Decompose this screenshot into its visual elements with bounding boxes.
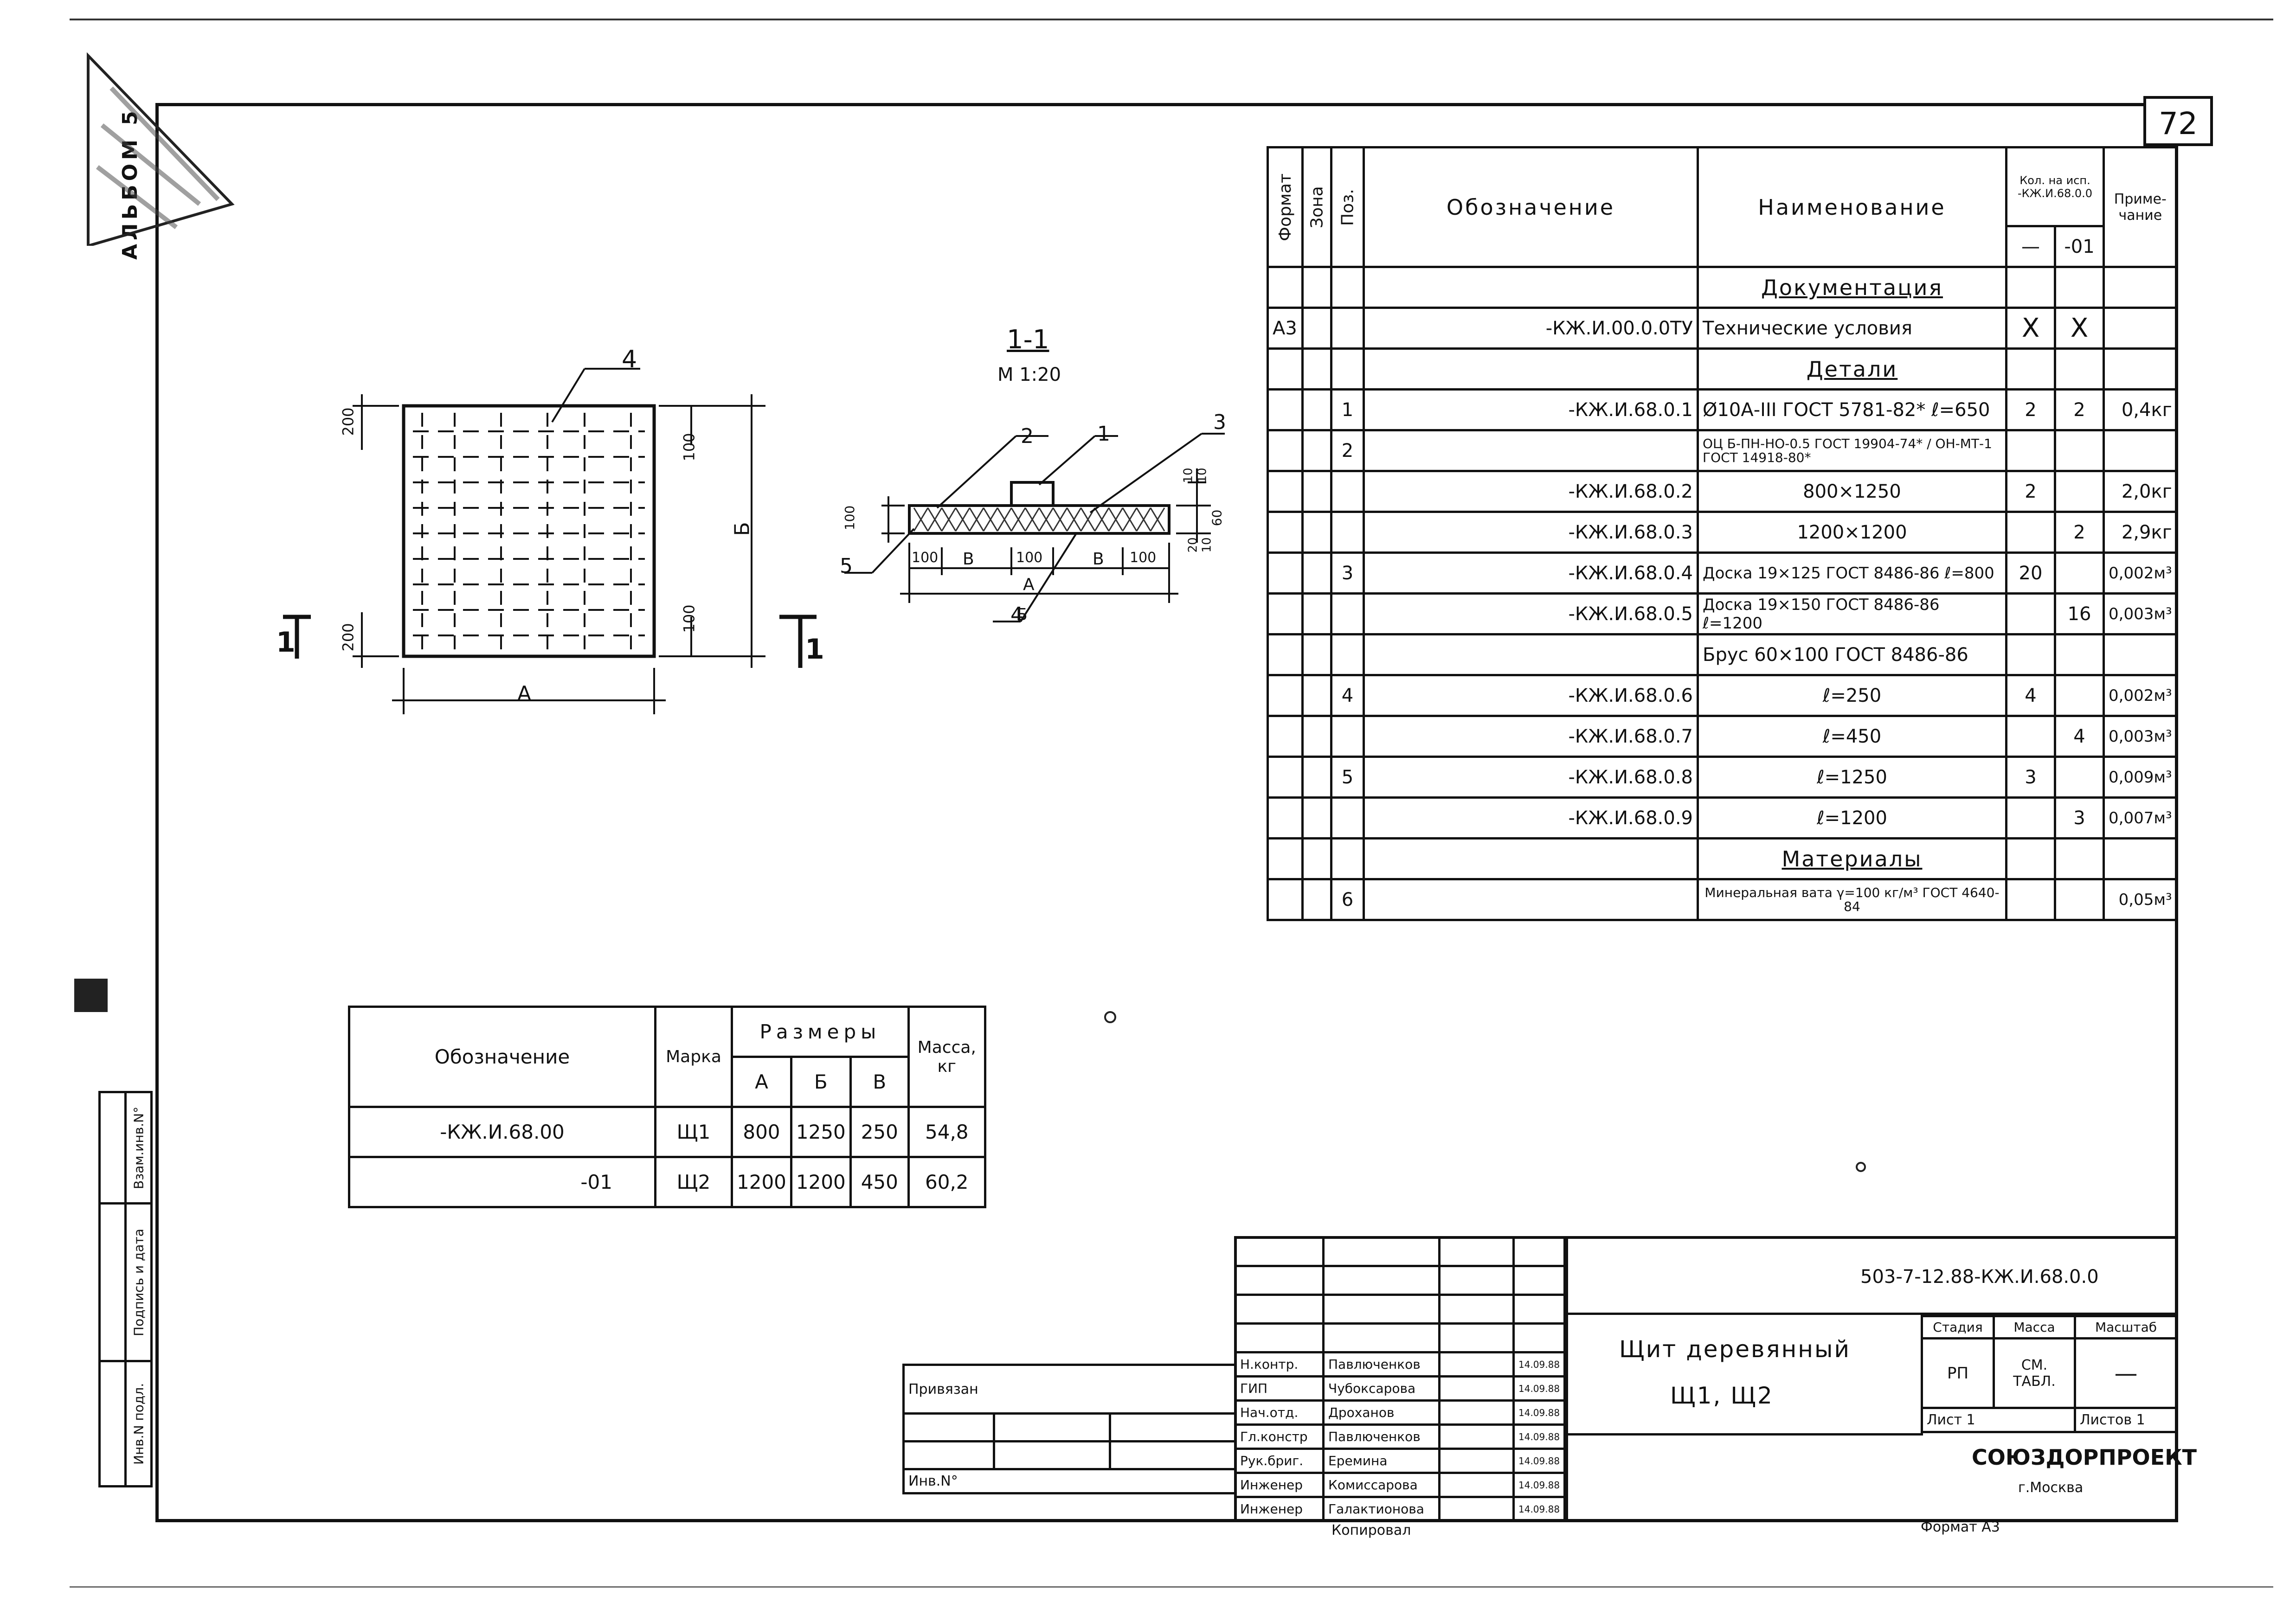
- hdr-qty-a: —: [2005, 225, 2056, 268]
- stamp-code-cell: [1566, 1236, 2176, 1315]
- section-scale: М 1:20: [997, 364, 1061, 385]
- section-dim-v20: 20: [1186, 537, 1200, 553]
- plan-dim-bottom-left: 200: [339, 623, 357, 652]
- hdr-note: Приме-чание: [2103, 146, 2178, 268]
- section-title: 1-1: [1007, 325, 1049, 355]
- stamp-title-1: Щит деревянный: [1619, 1336, 1851, 1363]
- hdr-qty: Кол. на исп. -КЖ.И.68.0.0: [2005, 146, 2105, 227]
- sizes-hdr-mass: Масса, кг: [907, 1006, 986, 1108]
- plan-letter-b: Б: [730, 522, 754, 536]
- hdr-zone: Зона: [1302, 147, 1331, 267]
- section-dim-v10a: 10: [1181, 468, 1196, 483]
- sizes-hdr-a: А: [731, 1056, 792, 1108]
- section-dim-100-b: 100: [1016, 550, 1043, 566]
- hdr-qty-b: -01: [2054, 225, 2105, 268]
- plan-cut-left: 1: [276, 626, 296, 659]
- section-callout-5: 5: [840, 554, 853, 578]
- section-dim-v100: 100: [842, 505, 858, 531]
- linked-box: Привязан Инв.N°: [902, 1364, 1236, 1494]
- spec-row: Документация: [1267, 266, 2178, 309]
- plan-callout-4: 4: [622, 346, 637, 373]
- page-number: 72: [2143, 96, 2213, 146]
- scan-top-line: [70, 19, 2273, 20]
- section-dim-v60: 60: [1209, 509, 1225, 526]
- section-view: [844, 433, 1225, 622]
- archive-stamp-icon: [87, 52, 235, 246]
- section-letter-b1: В: [963, 550, 974, 569]
- hdr-name: Наименование: [1697, 146, 2007, 268]
- scan-bottom-line: [70, 1586, 2273, 1588]
- stamp-title-2: Щ1, Щ2: [1670, 1382, 1774, 1409]
- section-dim-100-c: 100: [1130, 550, 1157, 566]
- section-letter-b2: В: [1093, 550, 1104, 569]
- hdr-designation: Обозначение: [1363, 146, 1699, 268]
- sizes-hdr-b: Б: [790, 1056, 852, 1108]
- scan-blot: [74, 979, 108, 1012]
- stamp-code: 503-7-12.88-КЖ.И.68.0.0: [1860, 1266, 2099, 1288]
- hdr-pos: Поз.: [1331, 147, 1364, 267]
- plan-cut-right: 1: [805, 633, 824, 666]
- section-callout-1: 1: [1097, 422, 1110, 446]
- section-dim-v10c: 10: [1200, 537, 1214, 553]
- sizes-hdr-v: В: [849, 1056, 910, 1108]
- section-letter-a: А: [1023, 575, 1035, 594]
- section-callout-3: 3: [1213, 410, 1226, 434]
- stamp-org: СОЮЗДОРПРОЕКТ: [1972, 1445, 2197, 1470]
- plan-dim-top-right: 100: [680, 433, 698, 461]
- side-stamp: Взам.инв.N° Подпись и дата Инв.N подл.: [98, 1091, 153, 1487]
- stamp-bottom-left-cell: [1566, 1436, 1923, 1519]
- spec-row: Детали: [1267, 347, 2178, 391]
- sizes-hdr-mark: Марка: [654, 1006, 733, 1108]
- scan-dot: [1104, 1011, 1116, 1023]
- spec-row: Брус 60×100 ГОСТ 8486-86: [1267, 633, 2178, 676]
- stamp-city: г.Москва: [2018, 1480, 2084, 1496]
- stamp-title-cell: [1566, 1315, 1923, 1436]
- plan-dim-top-left: 200: [339, 407, 357, 436]
- sizes-hdr-sizes: Размеры: [731, 1006, 910, 1058]
- spec-row: Материалы: [1267, 837, 2178, 880]
- plan-view: [283, 368, 817, 714]
- section-letter-bb: Б: [1016, 605, 1028, 624]
- section-dim-v10b: 10: [1195, 468, 1209, 483]
- sizes-table: Обозначение Марка Размеры Масса, кг А Б …: [348, 1006, 986, 1208]
- section-callout-4: 4: [1010, 603, 1023, 627]
- hdr-format: Формат: [1267, 147, 1303, 267]
- scan-dot: [1856, 1162, 1866, 1172]
- stamp-format: Формат А3: [1921, 1519, 2000, 1535]
- section-callout-2: 2: [1021, 424, 1034, 448]
- specification-table: Формат Зона Поз. Обозначение Наименовани…: [1267, 146, 2178, 921]
- stamp-copied: Копировал: [1331, 1522, 1411, 1538]
- plan-dim-bottom-right: 100: [680, 604, 698, 633]
- sizes-hdr-des: Обозначение: [348, 1006, 656, 1108]
- plan-letter-a: А: [517, 682, 532, 705]
- section-dim-100-a: 100: [912, 550, 939, 566]
